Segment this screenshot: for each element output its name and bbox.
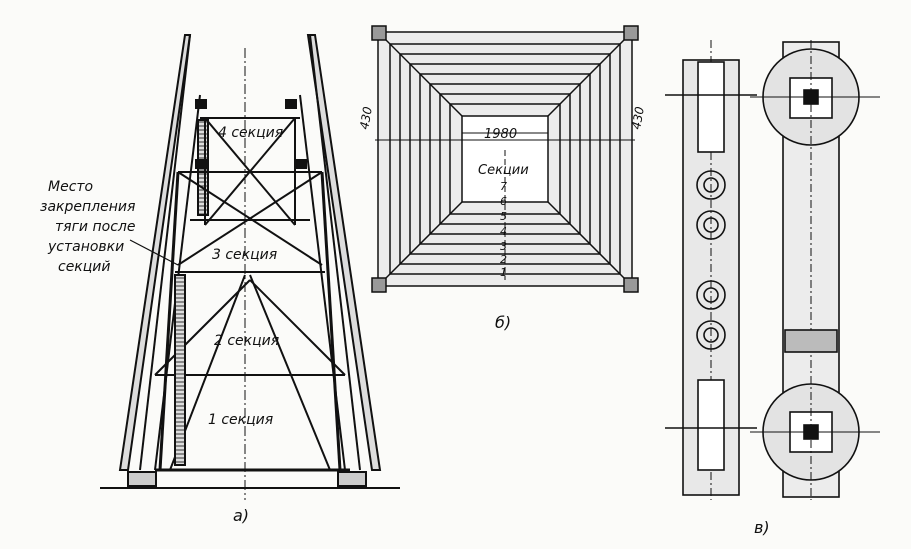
section-4-label: 4 секция: [218, 125, 283, 141]
center-label: Секции: [478, 163, 529, 178]
plan-number-3: 3: [500, 240, 507, 253]
callout-line-5: секций: [58, 259, 111, 275]
caption-b: б): [495, 313, 511, 332]
plan-number-6: 6: [500, 195, 507, 208]
plan-number-2: 2: [500, 253, 507, 266]
caption-c: в): [754, 518, 770, 537]
connection-detail: [665, 40, 880, 500]
tower-elevation: [100, 34, 400, 500]
section-3-label: 3 секция: [212, 247, 277, 263]
callout-line-3: тяги после: [55, 219, 135, 235]
plan-number-1: 1: [500, 266, 507, 279]
section-2-label: 2 секция: [214, 333, 279, 349]
callout-line-2: закрепления: [40, 199, 135, 215]
plan-number-4: 4: [500, 225, 507, 238]
section-1-label: 1 секция: [208, 412, 273, 428]
plan-number-7: 7: [500, 180, 507, 193]
dim-right: 430: [629, 105, 647, 130]
callout-line-1: Место: [48, 179, 93, 195]
sections-plan: [371, 25, 639, 293]
caption-a: а): [233, 506, 249, 525]
plan-number-5: 5: [500, 210, 507, 223]
dim-center: 1980: [484, 127, 517, 142]
callout-line-4: установки: [47, 239, 124, 255]
dim-left: 430: [357, 105, 375, 130]
